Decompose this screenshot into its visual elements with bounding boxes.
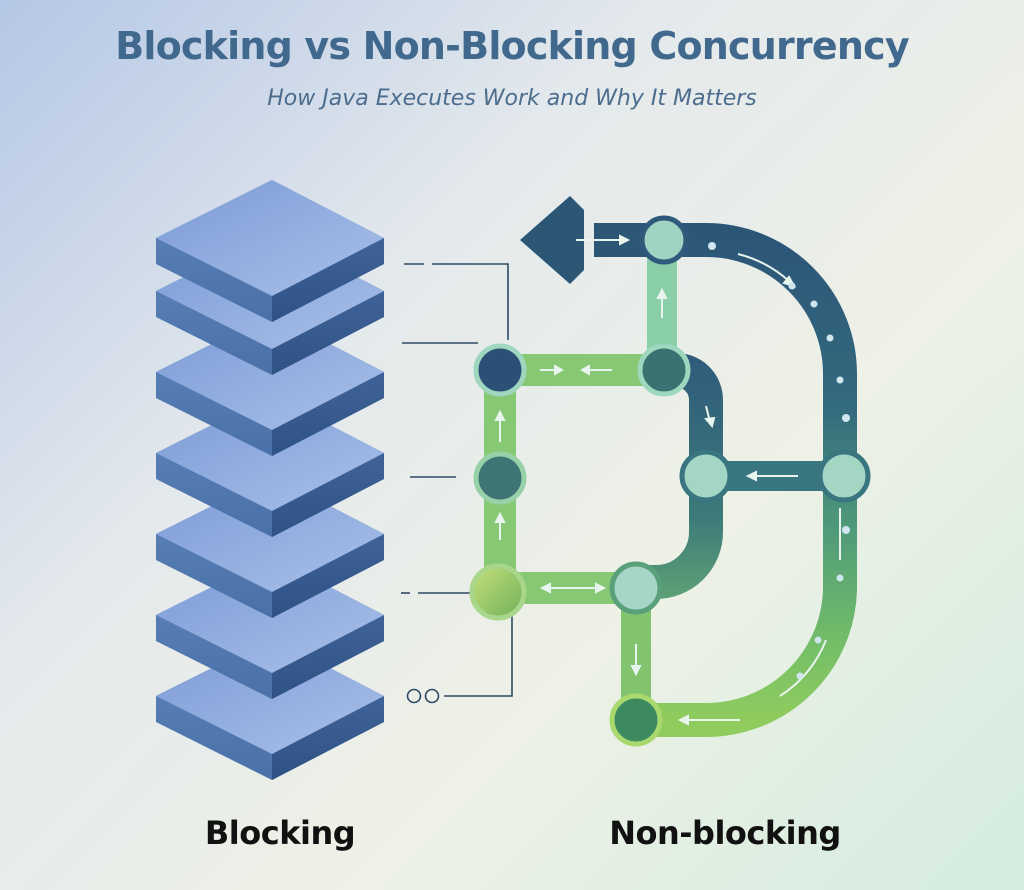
blocking-stack xyxy=(156,180,384,780)
stack-layer xyxy=(156,180,384,322)
node-top-exit xyxy=(639,215,689,265)
connector-endpoint-icon xyxy=(406,688,422,704)
track-dots xyxy=(708,242,850,680)
nonblocking-label: Non-blocking xyxy=(609,814,841,852)
blocking-label: Blocking xyxy=(204,814,356,852)
node-cross-left xyxy=(679,449,733,503)
page-subtitle: How Java Executes Work and Why It Matter… xyxy=(267,86,757,111)
connector-endpoint-icon xyxy=(424,688,440,704)
node-middle-left xyxy=(473,451,527,505)
flow-nodes xyxy=(469,215,871,747)
page-title: Blocking vs Non-Blocking Concurrency xyxy=(115,24,909,68)
node-lower-middle xyxy=(609,561,663,615)
nonblocking-flow xyxy=(469,196,871,747)
node-lower-left xyxy=(469,563,527,621)
node-upper-left xyxy=(473,343,527,397)
node-upper-middle xyxy=(637,343,691,397)
arrow-left-icon xyxy=(520,196,584,284)
node-bottom xyxy=(609,693,663,747)
node-cross-right xyxy=(817,449,871,503)
connector-lines xyxy=(401,263,513,704)
